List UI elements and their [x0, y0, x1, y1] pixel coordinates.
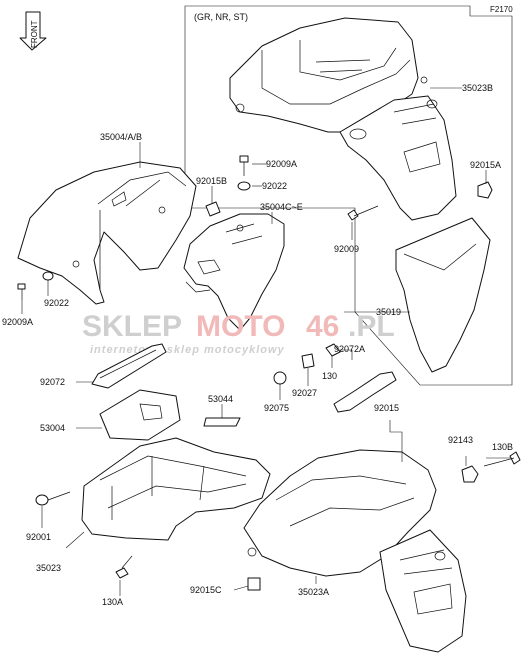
callout-35023: 35023: [36, 563, 61, 573]
callout-92143: 92143: [448, 435, 473, 445]
part-35004-front-fender: [17, 161, 197, 305]
callout-92015b: 92015B: [196, 176, 227, 186]
part-92009a-screw-left: [17, 283, 26, 300]
part-35004ce-front-fender: [183, 213, 285, 331]
callout-92022-top: 92022: [262, 181, 287, 191]
callout-130a: 130A: [102, 597, 123, 607]
part-92009a-screw-top: [239, 155, 249, 176]
part-92015a-nut: [477, 181, 493, 199]
part-92009-bolt: [347, 205, 379, 221]
callout-53044: 53044: [208, 394, 233, 404]
part-92143-collar: [461, 465, 479, 483]
callout-labels: 35023B 35004/A/B 92015B 92009A 92022 350…: [2, 83, 513, 607]
part-92022-washer-top: [237, 181, 251, 191]
callout-130-mid: 130: [322, 371, 337, 381]
callout-92009a-left: 92009A: [2, 317, 33, 327]
part-35023a-rear-fender-lower: [243, 449, 467, 653]
watermark-brand-b: MOTO: [196, 310, 285, 343]
watermark-brand-c: 46: [306, 310, 339, 343]
callout-92022-left: 92022: [44, 298, 69, 308]
callout-92015: 92015: [374, 403, 399, 413]
callout-53004: 53004: [40, 423, 65, 433]
variant-frame: [184, 5, 513, 386]
callout-92015c: 92015C: [190, 585, 222, 595]
part-130-bolt: [325, 343, 341, 357]
callout-92072: 92072: [40, 377, 65, 387]
part-92001-bolt: [35, 491, 71, 506]
part-35023b-rear-fender-upper: [229, 17, 457, 221]
part-53004-tray: [99, 389, 181, 441]
leader-lines: [21, 87, 510, 596]
front-label: FRONT: [30, 20, 39, 48]
callout-92015a: 92015A: [470, 160, 501, 170]
figure-code: F2170: [490, 5, 513, 14]
part-130b-bolt: [483, 451, 521, 467]
callout-92072a: 92072A: [334, 344, 365, 354]
callout-35019: 35019: [376, 307, 401, 317]
part-92075-grommet: [273, 371, 287, 385]
part-92015b-clip: [205, 201, 221, 217]
front-arrow-icon: FRONT: [19, 11, 47, 51]
watermark-brand-d: .PL: [348, 310, 395, 343]
callout-35004ab: 35004/A/B: [100, 132, 142, 142]
callout-35004ce: 35004C~E: [260, 202, 303, 212]
part-92072-strap: [91, 343, 167, 389]
part-92022-washer-left: [42, 271, 54, 281]
part-92072a-band: [333, 371, 397, 413]
part-35019-mud-flap: [395, 217, 491, 373]
part-130a-bolt: [115, 555, 133, 579]
part-92015c-clip: [247, 577, 261, 591]
callout-35023a: 35023A: [298, 587, 329, 597]
callout-92075: 92075: [264, 403, 289, 413]
callout-92009a-top: 92009A: [266, 159, 297, 169]
watermark-brand-a: SKLEP: [82, 310, 182, 343]
callout-92027: 92027: [292, 388, 317, 398]
callout-130b: 130B: [492, 442, 513, 452]
variant-note: (GR, NR, ST): [194, 12, 248, 22]
callout-35023b: 35023B: [462, 83, 493, 93]
callout-92009: 92009: [334, 244, 359, 254]
callout-92001: 92001: [26, 532, 51, 542]
part-53044-pad: [203, 417, 241, 427]
part-92027-collar: [301, 353, 315, 369]
watermark-tagline: internetowy sklep motocyklowy: [90, 344, 285, 356]
part-35023-inner-fender-frame: [81, 437, 271, 541]
